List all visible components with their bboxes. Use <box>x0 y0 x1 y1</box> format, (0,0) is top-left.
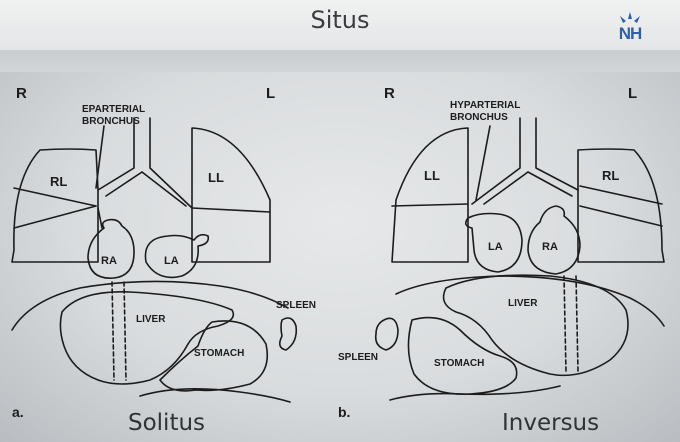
atrium-b-right <box>527 205 581 275</box>
liver-b <box>442 274 629 377</box>
caption-solitus: Solitus <box>128 410 206 436</box>
liver-a <box>59 291 235 385</box>
bronchus-pointer-a <box>95 125 105 189</box>
lung-label-a-right: LL <box>208 170 224 185</box>
panel-letter-a: a. <box>12 404 24 420</box>
side-label-right: R <box>384 85 395 102</box>
atrium-a-left <box>87 218 135 279</box>
spleen-label-a: SPLEEN <box>276 300 316 311</box>
bronchus-label-line2: BRONCHUS <box>450 112 508 123</box>
star-logo-icon <box>620 12 640 23</box>
bronchus-label-line1: EPARTERIAL <box>82 104 145 115</box>
atrium-label-a-left: RA <box>101 255 117 267</box>
panel-letter-b: b. <box>338 404 351 420</box>
lung-outline-b-left <box>391 127 469 263</box>
lung-label-b-right: RL <box>602 168 619 183</box>
lung-outline-a-right <box>191 127 271 263</box>
bronchus-label-line1: HYPARTERIAL <box>450 100 520 111</box>
lung-fissure-a-left <box>13 205 97 229</box>
lung-label-b-left: LL <box>424 168 440 183</box>
bronchus-label-line2: BRONCHUS <box>82 116 140 127</box>
spleen-label-b: SPLEEN <box>338 352 378 363</box>
panel-solitus <box>11 117 298 403</box>
diaphragm-a <box>11 280 289 331</box>
diaphragm-b <box>395 275 665 327</box>
lung-fissure-a-left <box>97 207 103 229</box>
stomach-b <box>407 316 518 395</box>
bronchus-pointer-b <box>475 125 491 201</box>
slide-title: Situs <box>310 6 370 34</box>
abdomen-curve-b <box>389 385 561 401</box>
bronchus-b <box>483 171 573 205</box>
lung-label-a-left: RL <box>50 174 67 189</box>
stomach-label-a: STOMACH <box>194 348 244 359</box>
abdomen-curve-a <box>139 388 291 403</box>
stomach-a <box>159 320 269 392</box>
caption-inversus: Inversus <box>502 410 600 436</box>
atrium-label-a-right: LA <box>164 255 179 267</box>
atrium-a-right <box>144 233 210 279</box>
spleen-a <box>278 317 298 351</box>
lung-outline-b-right <box>577 148 665 263</box>
title-bar <box>0 0 680 50</box>
trachea-b <box>471 117 579 205</box>
lung-fissure-b-right <box>579 205 663 227</box>
side-label-left: L <box>266 85 275 102</box>
panel-inversus <box>374 117 665 401</box>
liver-label-b: LIVER <box>508 298 538 309</box>
bronchus-a <box>105 171 187 207</box>
lung-fissure-a-left <box>13 187 97 207</box>
lung-fissure-b-right <box>579 185 663 205</box>
lung-outline-a-left <box>11 148 99 263</box>
liver-label-a: LIVER <box>136 314 166 325</box>
divider-band <box>0 50 680 72</box>
spleen-b <box>374 317 399 351</box>
side-label-right: R <box>16 85 27 102</box>
vena-cava-b <box>563 275 579 373</box>
logo-text: NH <box>618 24 643 43</box>
atrium-b-left <box>464 212 523 273</box>
atrium-label-b-left: LA <box>488 241 503 253</box>
side-label-left: L <box>628 85 637 102</box>
atrium-label-b-right: RA <box>542 241 558 253</box>
trachea-a <box>97 117 193 209</box>
lung-fissure-a-right <box>191 207 271 213</box>
lung-fissure-b-left <box>391 203 469 207</box>
vena-cava-a <box>111 281 127 381</box>
stomach-label-b: STOMACH <box>434 358 484 369</box>
